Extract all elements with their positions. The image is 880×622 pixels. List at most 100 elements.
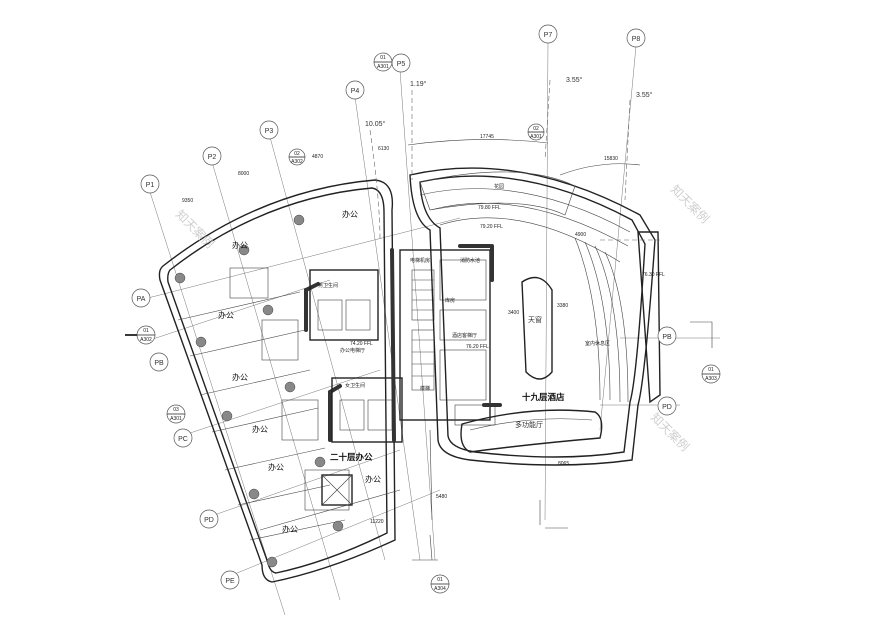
- section-marker-upper-mid: 02 A301: [527, 123, 545, 141]
- section-marker-left-1: 01 A302: [125, 325, 156, 345]
- room-label-office: 办公: [252, 424, 268, 434]
- svg-text:10.05°: 10.05°: [365, 120, 386, 128]
- office-wing: [158, 179, 403, 583]
- svg-text:A303: A303: [705, 376, 717, 382]
- room-label-office: 办公: [232, 240, 248, 250]
- elevator-machine-room-label: 电梯机房: [410, 257, 430, 264]
- svg-text:PD: PD: [204, 517, 214, 524]
- section-marker-right: 01 A303: [701, 364, 721, 384]
- svg-text:P7: P7: [544, 32, 553, 39]
- svg-text:PE: PE: [225, 578, 235, 585]
- svg-text:A302: A302: [140, 337, 152, 343]
- room-label-office: 办公: [282, 524, 298, 534]
- svg-text:3.55°: 3.55°: [636, 91, 653, 99]
- svg-text:P1: P1: [146, 182, 155, 189]
- stairs-label: 楼梯: [420, 385, 430, 392]
- storage-label: 库房: [445, 297, 455, 304]
- hotel-lobby-label: 室内休息区: [585, 340, 610, 347]
- svg-text:76.20 FFL: 76.20 FFL: [466, 344, 489, 350]
- svg-text:A301: A301: [377, 64, 389, 70]
- hotel-wing: [409, 167, 661, 466]
- grid-bubble-p8: P8: [626, 28, 646, 48]
- svg-text:P4: P4: [351, 88, 360, 95]
- room-labels: 办公 办公 办公 办公 办公 办公 办公 办公 二十层办公 十九层酒店 天窗 多…: [218, 183, 610, 534]
- svg-text:PA: PA: [137, 296, 146, 303]
- grid-bubble-pd: PD: [199, 509, 219, 529]
- svg-text:A301: A301: [530, 134, 542, 140]
- room-label-office: 办公: [232, 372, 248, 382]
- dimension-labels: 9350 8000 4870 6130 17745 15830 11220 54…: [182, 134, 618, 525]
- section-marker-top: 01 A301: [373, 52, 393, 72]
- angle-labels: 10.05° 1.19° 3.55° 3.55°: [365, 76, 653, 128]
- svg-text:74.20 FFL: 74.20 FFL: [350, 341, 373, 347]
- level-marks: 79.80 FFL 79.20 FFL 76.30 FFL 76.20 FFL …: [350, 205, 665, 350]
- svg-text:9350: 9350: [182, 198, 193, 204]
- svg-text:A301: A301: [170, 416, 182, 422]
- section-marker-upper-left: 02 A302: [288, 148, 306, 166]
- svg-text:知天案例: 知天案例: [668, 182, 713, 227]
- womens-room-label: 女卫生间: [345, 382, 365, 389]
- grid-bubble-p1: P1: [140, 174, 160, 194]
- svg-text:A302: A302: [291, 159, 303, 165]
- multi-hall-label: 多功能厅: [515, 420, 543, 429]
- grid-bubble-pc: PC: [173, 428, 193, 448]
- section-markers: 01 A301 01 A302 03 A301 02 A302 02 A301: [125, 52, 721, 594]
- svg-text:P5: P5: [397, 61, 406, 68]
- svg-text:79.80 FFL: 79.80 FFL: [478, 205, 501, 211]
- svg-text:4900: 4900: [575, 232, 586, 238]
- svg-text:01: 01: [437, 577, 443, 583]
- svg-text:6130: 6130: [378, 146, 389, 152]
- room-label-office: 办公: [218, 310, 234, 320]
- svg-text:76.30 FFL: 76.30 FFL: [642, 272, 665, 278]
- svg-text:3380: 3380: [557, 303, 568, 309]
- atrium-label: 天窗: [528, 315, 542, 324]
- svg-text:P3: P3: [265, 128, 274, 135]
- svg-text:P8: P8: [632, 36, 641, 43]
- svg-text:4870: 4870: [312, 154, 323, 160]
- svg-text:知天案例: 知天案例: [173, 207, 218, 252]
- grid-bubble-p3: P3: [259, 120, 279, 140]
- svg-text:PC: PC: [178, 436, 188, 443]
- svg-text:PB: PB: [662, 334, 672, 341]
- svg-text:3400: 3400: [508, 310, 519, 316]
- section-marker-bottom: 01 A304: [430, 574, 450, 594]
- hotel-elevator-hall-label: 酒店客梯厅: [452, 332, 477, 339]
- grid-bubble-pe: PE: [220, 570, 240, 590]
- grid-bubble-p2: P2: [202, 146, 222, 166]
- svg-text:8065: 8065: [558, 461, 569, 467]
- svg-text:17745: 17745: [480, 134, 494, 140]
- office-elevator-hall-label: 办公电梯厅: [340, 347, 365, 354]
- grid-bubble-pb-right: PB: [657, 326, 677, 346]
- grid-bubble-p7: P7: [538, 24, 558, 44]
- hotel-floor-title: 十九层酒店: [522, 392, 565, 402]
- grid-bubble-p5: P5: [391, 53, 411, 73]
- room-label-office: 办公: [342, 209, 358, 219]
- structural-columns: [174, 214, 344, 568]
- svg-text:PD: PD: [662, 404, 672, 411]
- svg-text:8000: 8000: [238, 171, 249, 177]
- svg-text:PB: PB: [154, 360, 164, 367]
- section-marker-left-2: 03 A301: [166, 404, 186, 424]
- grid-bubble-pa: PA: [131, 288, 151, 308]
- svg-text:01: 01: [143, 328, 149, 334]
- central-core: [390, 244, 502, 442]
- svg-text:5480: 5480: [436, 494, 447, 500]
- water-tank-label: 消防水池: [460, 257, 480, 264]
- garden-label: 花园: [494, 183, 504, 190]
- svg-text:P2: P2: [208, 154, 217, 161]
- office-floor-title: 二十层办公: [330, 452, 373, 462]
- svg-text:知天案例: 知天案例: [648, 410, 693, 455]
- svg-text:3.55°: 3.55°: [566, 76, 583, 84]
- svg-text:01: 01: [708, 367, 714, 373]
- svg-text:11220: 11220: [370, 519, 384, 525]
- svg-text:79.20 FFL: 79.20 FFL: [480, 224, 503, 230]
- grid-bubble-pd-right: PD: [657, 396, 677, 416]
- svg-text:02: 02: [533, 126, 539, 132]
- dimension-lines: [259, 79, 713, 561]
- grid-bubble-pb: PB: [149, 352, 169, 372]
- grid-bubbles: P1 P2 P3 P4 P5 P7 P8 PA PB PC PD PE PB P…: [131, 24, 677, 590]
- room-label-office: 办公: [365, 474, 381, 484]
- svg-text:01: 01: [380, 55, 386, 61]
- room-label-office: 办公: [268, 462, 284, 472]
